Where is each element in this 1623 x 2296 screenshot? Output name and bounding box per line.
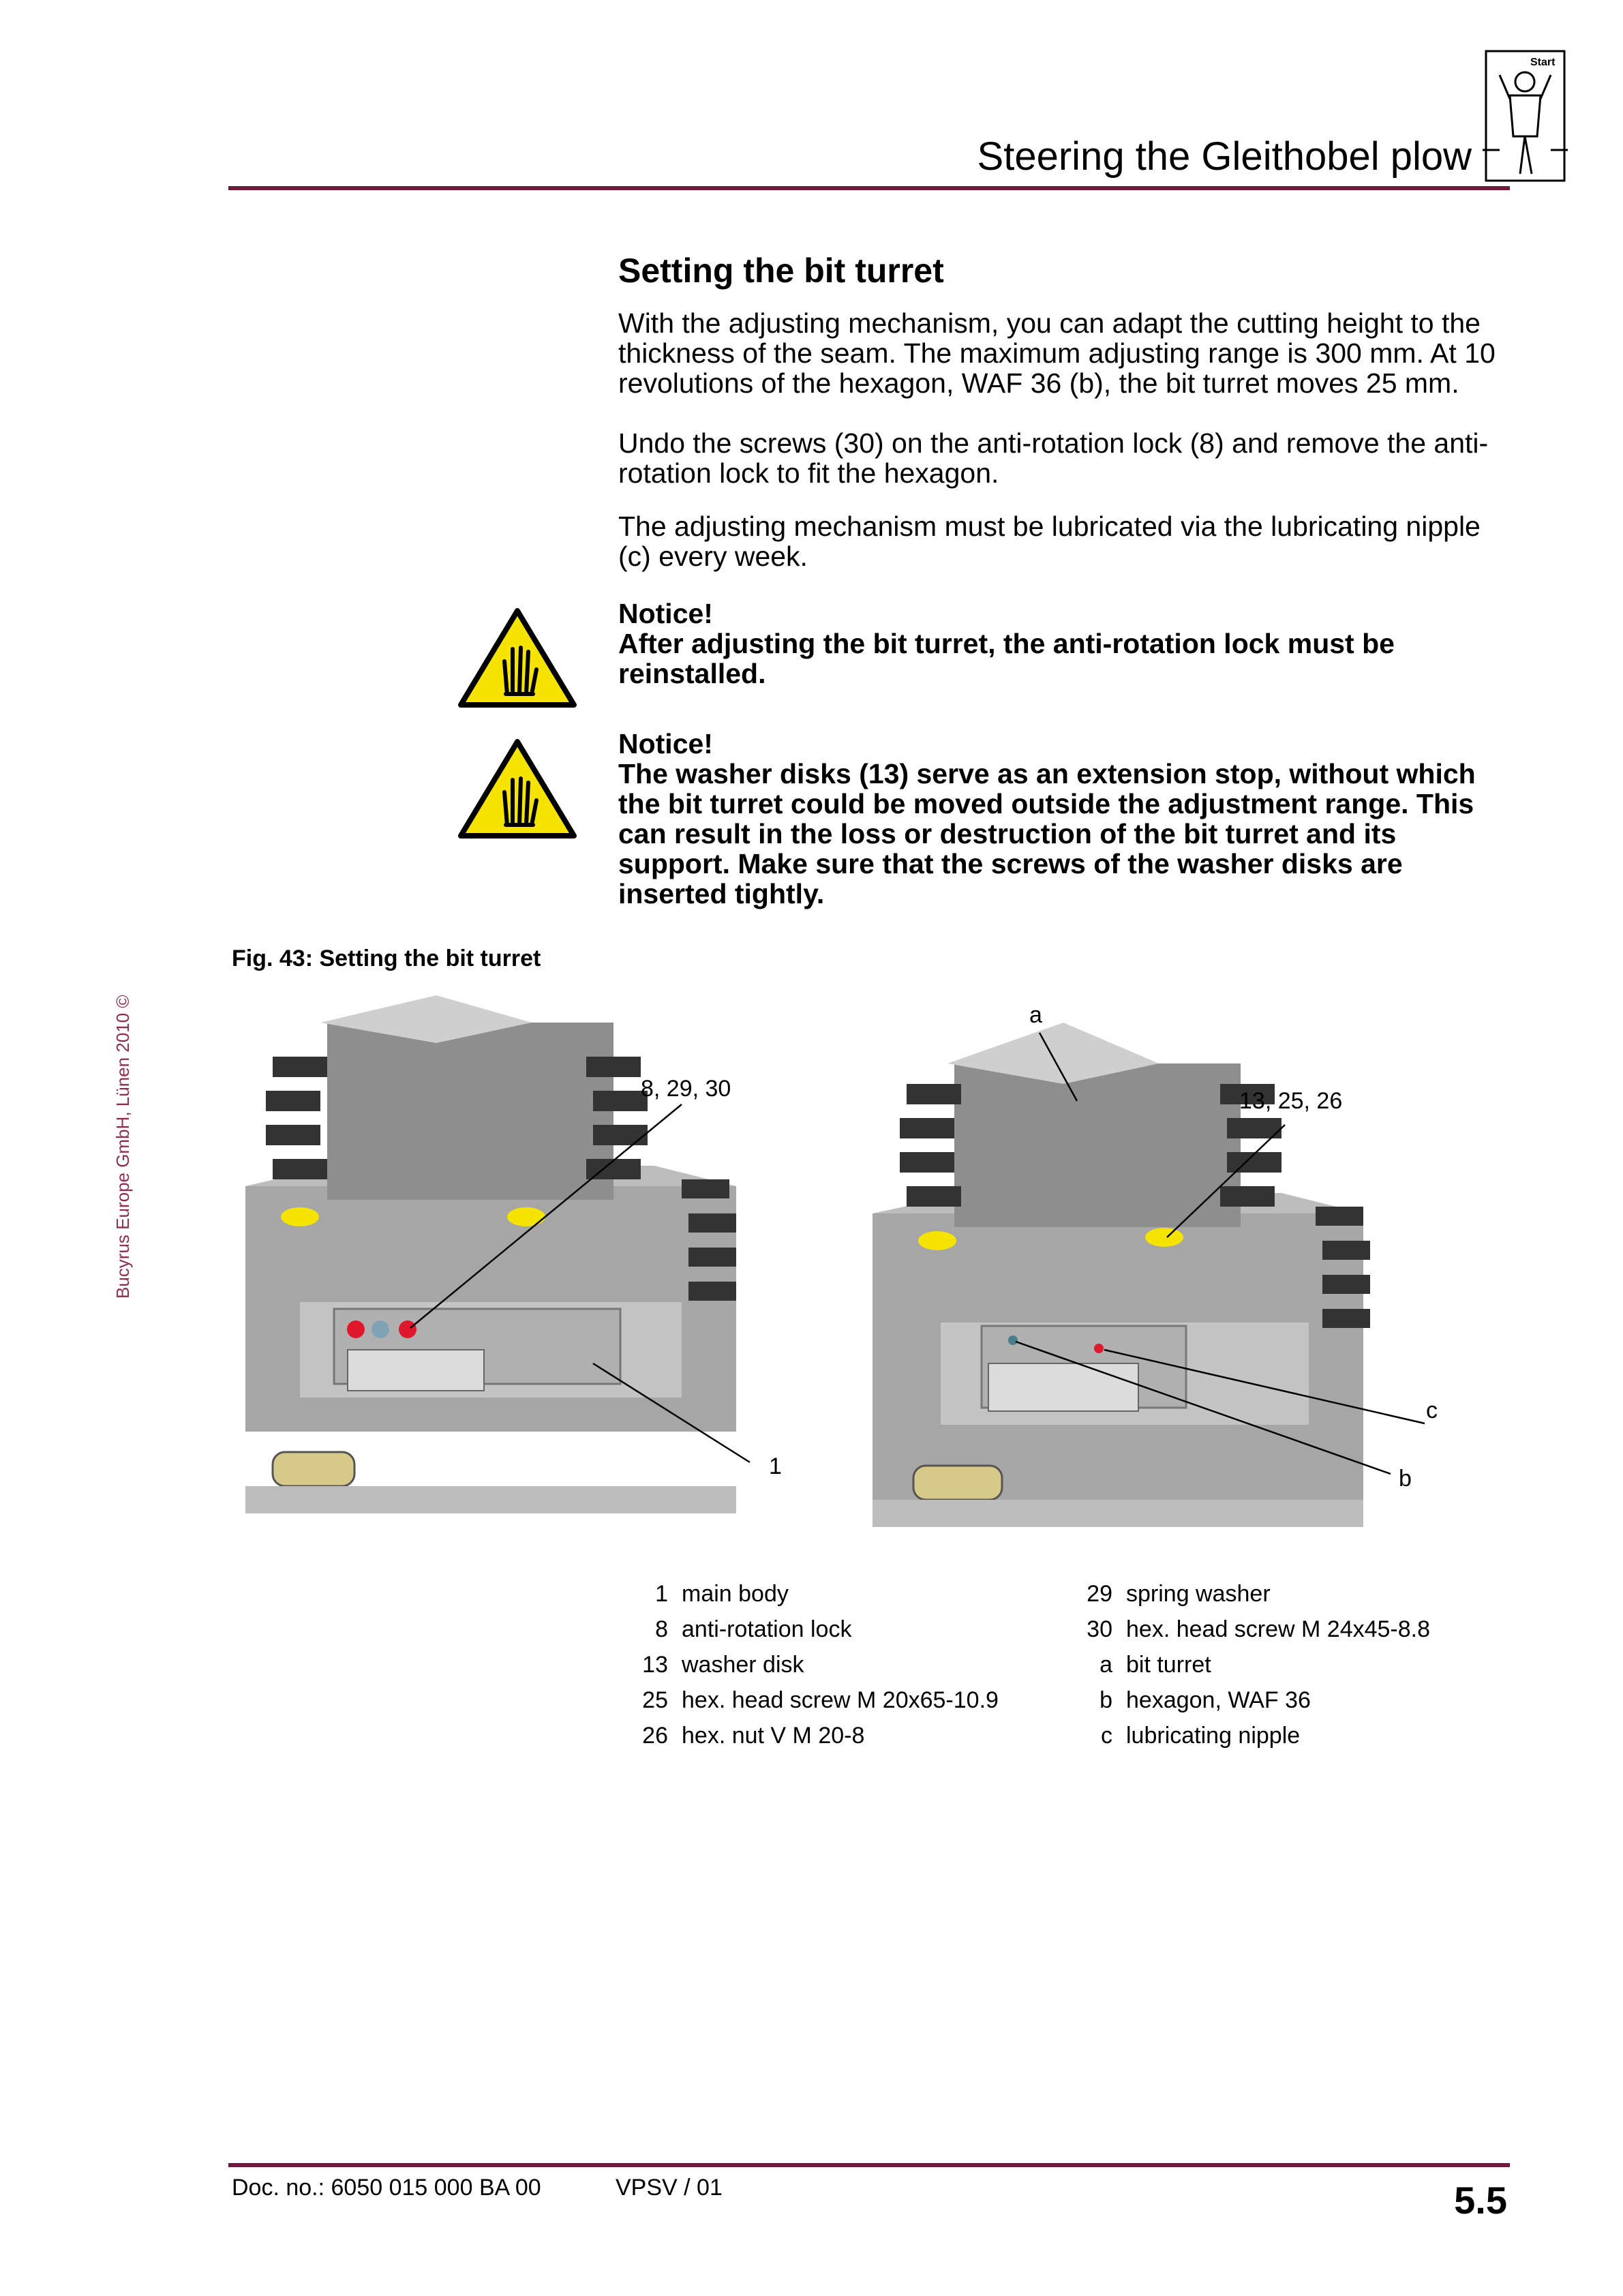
notice-block: Notice! After adjusting the bit turret, … bbox=[618, 599, 1511, 689]
callout-label: a bbox=[1029, 1002, 1042, 1028]
page-number: 5.5 bbox=[1454, 2179, 1507, 2222]
header-rule bbox=[228, 186, 1510, 190]
figure-caption: Fig. 43: Setting the bit turret bbox=[232, 946, 541, 971]
callout-label: 8, 29, 30 bbox=[641, 1076, 731, 1102]
notice-block: Notice! The washer disks (13) serve as a… bbox=[618, 729, 1511, 909]
warning-hand-icon bbox=[458, 608, 577, 708]
callout-label: 1 bbox=[769, 1453, 782, 1479]
notice-heading: Notice! bbox=[618, 598, 713, 629]
notice-text: After adjusting the bit turret, the anti… bbox=[618, 628, 1395, 689]
footer-rule bbox=[228, 2163, 1510, 2167]
page-header-title: Steering the Gleithobel plow bbox=[977, 134, 1472, 179]
left-plow-illustration bbox=[245, 995, 736, 1513]
copyright-notice: Bucyrus Europe GmbH, Lünen 2010 © bbox=[112, 995, 133, 1299]
footer-doc-number: Doc. no.: 6050 015 000 BA 00 bbox=[232, 2175, 541, 2201]
body-paragraph: With the adjusting mechanism, you can ad… bbox=[618, 307, 1496, 399]
start-figure-icon: Start bbox=[1483, 50, 1568, 182]
notice-heading: Notice! bbox=[618, 728, 713, 759]
svg-text:Start: Start bbox=[1530, 57, 1556, 68]
section-title: Setting the bit turret bbox=[618, 252, 944, 290]
notice-text: The washer disks (13) serve as an extens… bbox=[618, 758, 1476, 909]
body-paragraph: The adjusting mechanism must be lubricat… bbox=[618, 511, 1481, 572]
body-paragraph: Undo the screws (30) on the anti-rotatio… bbox=[618, 427, 1489, 489]
callout-label: 13, 25, 26 bbox=[1239, 1088, 1342, 1114]
callout-label: b bbox=[1399, 1466, 1412, 1492]
warning-hand-icon bbox=[458, 739, 577, 839]
bit-turret-figure: 8, 29, 30 1 a 13, 25, 26 c b bbox=[245, 995, 1438, 1527]
footer-version: VPSV / 01 bbox=[616, 2175, 723, 2201]
callout-label: c bbox=[1426, 1398, 1438, 1423]
right-plow-illustration bbox=[873, 1023, 1370, 1527]
